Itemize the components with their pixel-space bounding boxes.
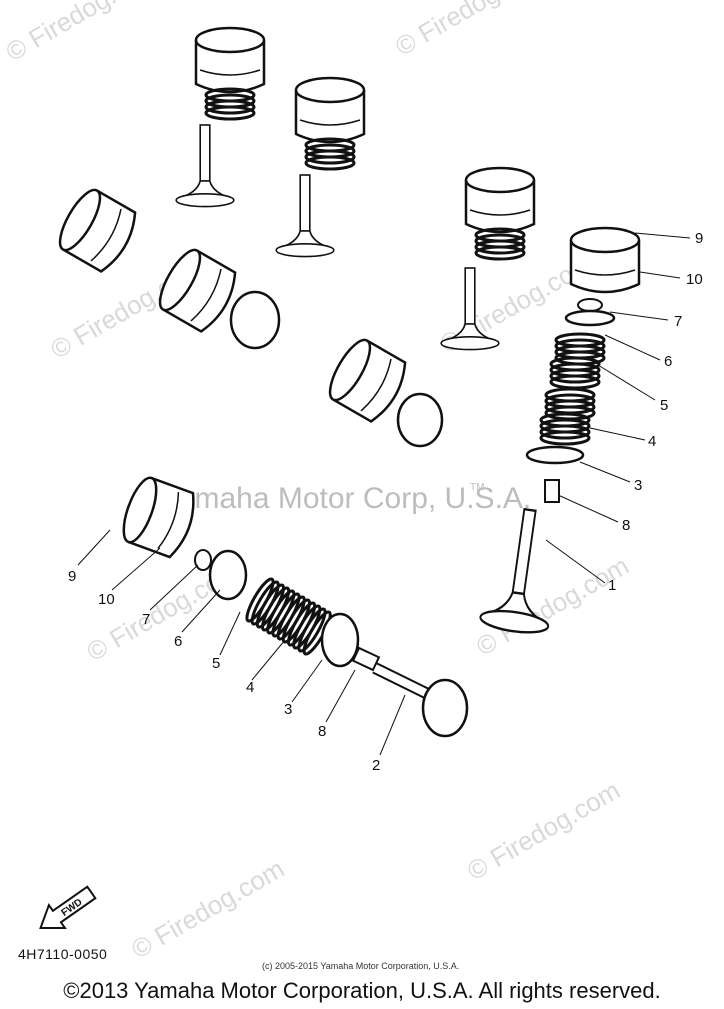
trademark-mark: TM — [470, 482, 484, 493]
watermark-text: © Firedog.com — [462, 775, 625, 886]
valve-top-left — [175, 26, 266, 208]
fwd-arrow-icon: FWD — [39, 885, 97, 930]
callout-7: 7 — [674, 313, 682, 330]
callout-3-left: 3 — [284, 701, 292, 718]
callout-8: 8 — [622, 517, 630, 534]
watermark-text: © Firedog.com — [126, 853, 289, 964]
callout-10-left: 10 — [98, 591, 115, 608]
callout-7-left: 7 — [142, 611, 150, 628]
callout-4-left: 4 — [246, 679, 254, 696]
part-code: 4H7110-0050 — [18, 946, 108, 962]
valve-left-horizontal-2 — [151, 243, 244, 337]
watermark-text: © Firedog.com — [1, 0, 164, 67]
valve-head-left — [229, 290, 281, 350]
valve-right-exploded — [477, 226, 641, 638]
callout-5-left: 5 — [212, 655, 220, 672]
watermark-text: © Firedog.com — [390, 0, 553, 62]
callout-8-left: 8 — [318, 723, 326, 740]
callout-1: 1 — [608, 577, 616, 594]
valve-head-center — [396, 392, 444, 448]
copyright-notice: ©2013 Yamaha Motor Corporation, U.S.A. A… — [63, 978, 661, 1003]
small-copyright: (c) 2005-2015 Yamaha Motor Corporation, … — [262, 961, 460, 971]
callout-5: 5 — [660, 397, 668, 414]
callout-6-left: 6 — [174, 633, 182, 650]
valve-top-center — [275, 76, 366, 258]
callout-2: 2 — [372, 757, 380, 774]
callout-9-left: 9 — [68, 568, 76, 585]
callout-4: 4 — [648, 433, 656, 450]
callout-3: 3 — [634, 477, 642, 494]
yamaha-watermark: Yamaha Motor Corp, U.S.A. — [160, 482, 531, 515]
watermark-text: © Firedog.com — [471, 550, 634, 661]
callout-10: 10 — [686, 271, 703, 288]
valve-left-horizontal-1 — [51, 183, 144, 277]
callout-6: 6 — [664, 353, 672, 370]
callout-9: 9 — [695, 230, 703, 247]
right-callouts — [545, 232, 691, 584]
left-callouts — [77, 529, 406, 756]
valve-left-exploded — [115, 472, 469, 738]
